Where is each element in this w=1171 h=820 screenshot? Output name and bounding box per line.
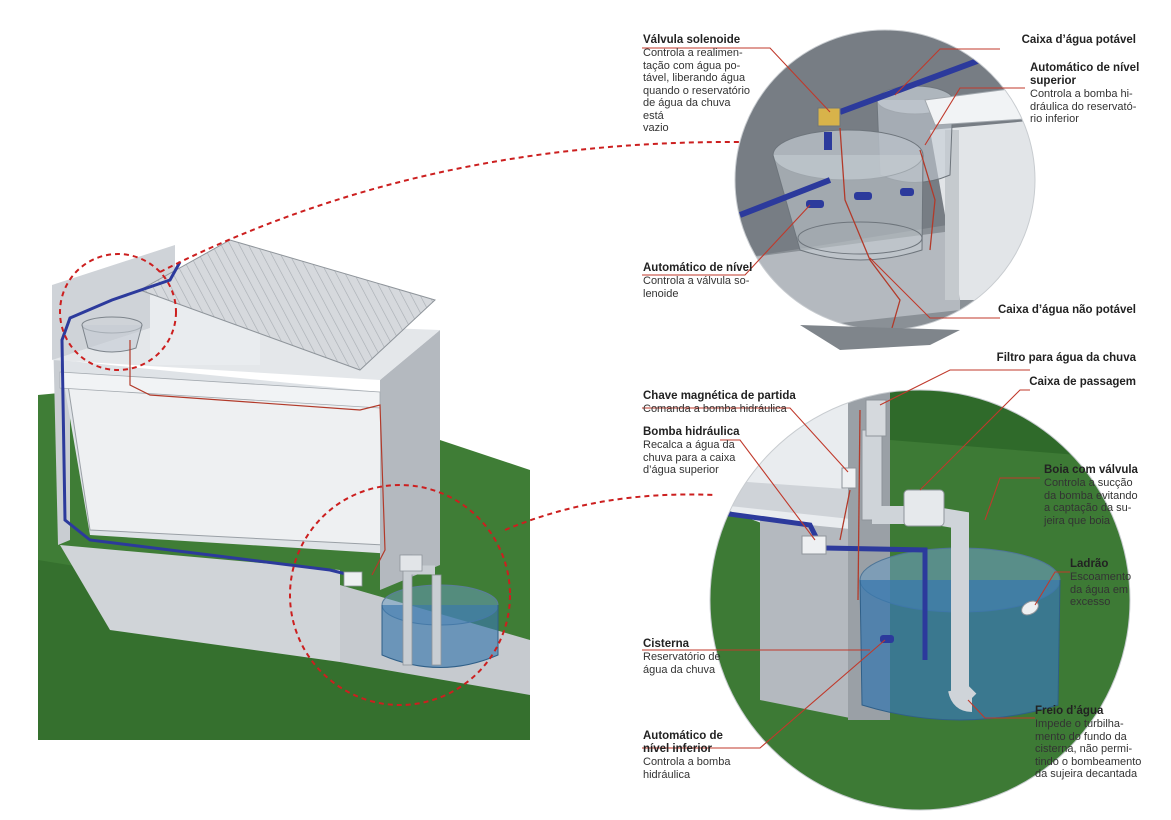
- label-valvula-solenoide: Válvula solenoide Controla a realimen- t…: [643, 34, 751, 134]
- vertical-pipe-2: [431, 574, 442, 666]
- leader-boia: [984, 477, 1040, 521]
- label-caixa-nao-potavel: Caixa d’água não potável: [997, 304, 1136, 316]
- pump-box: [343, 571, 363, 587]
- roof: [138, 239, 436, 371]
- leader-valvula: [642, 47, 831, 113]
- leader-nao-potavel: [869, 257, 1000, 319]
- leader-filtro: [879, 369, 1030, 406]
- leader-bomba: [720, 439, 816, 541]
- label-automatico-superior: Automático de nível superior Controla a …: [1030, 62, 1140, 125]
- label-cisterna: Cisterna Reservatório de água da chuva: [643, 638, 721, 676]
- leader-lines: [642, 47, 1070, 749]
- label-automatico-nivel: Automático de nível Controla a válvula s…: [643, 262, 753, 300]
- label-chave-magnetica: Chave magnética de partida Comanda a bom…: [643, 390, 796, 415]
- label-bomba: Bomba hidráulica Recalca a água da chuva…: [643, 426, 740, 476]
- label-automatico-inferior: Automático de nível inferior Controla a …: [643, 730, 731, 781]
- label-title: Válvula solenoide: [643, 34, 741, 46]
- leader-chave: [642, 407, 849, 473]
- red-wire-main: [129, 340, 386, 576]
- leader-auto-superior: [924, 87, 1025, 146]
- blue-pipe-main: [60, 261, 351, 577]
- filter-box: [399, 554, 423, 572]
- leader-caixa-potavel: [894, 48, 1000, 96]
- zoom-link-bottom: [504, 493, 716, 531]
- label-boia: Boia com válvula Controla a sucção da bo…: [1044, 464, 1138, 527]
- zoom-circle-bottom: [289, 484, 511, 706]
- main-house-illustration: [38, 239, 530, 740]
- zoom-link-top: [159, 140, 741, 273]
- top-detail-circle: [735, 30, 1035, 330]
- label-freio: Freio d’água Impede o turbilha- mento do…: [1035, 705, 1142, 780]
- label-filtro: Filtro para água da chuva: [996, 352, 1136, 364]
- zoom-circle-top: [59, 253, 177, 371]
- upper-tank-body: [81, 324, 143, 353]
- leader-caixa-passagem: [919, 389, 1030, 491]
- house-inner-room: [67, 384, 386, 546]
- top-slab: [800, 325, 960, 350]
- leader-auto-nivel: [642, 204, 811, 276]
- bottom-detail-circle: [710, 390, 1130, 810]
- label-caixa-passagem: Caixa de passagem: [1029, 376, 1136, 388]
- zoom-indicators: [59, 140, 741, 706]
- concrete-slab-top: [60, 545, 340, 662]
- house-side-wall: [380, 330, 440, 590]
- leader-freio: [967, 699, 1035, 719]
- leader-ladrao: [1034, 571, 1070, 606]
- attic-wall: [52, 245, 175, 360]
- label-caixa-potavel: Caixa d’água potável: [1021, 34, 1136, 46]
- leader-auto-inferior: [642, 639, 886, 749]
- label-ladrao: Ladrão Escoamento da água em excesso: [1070, 558, 1132, 608]
